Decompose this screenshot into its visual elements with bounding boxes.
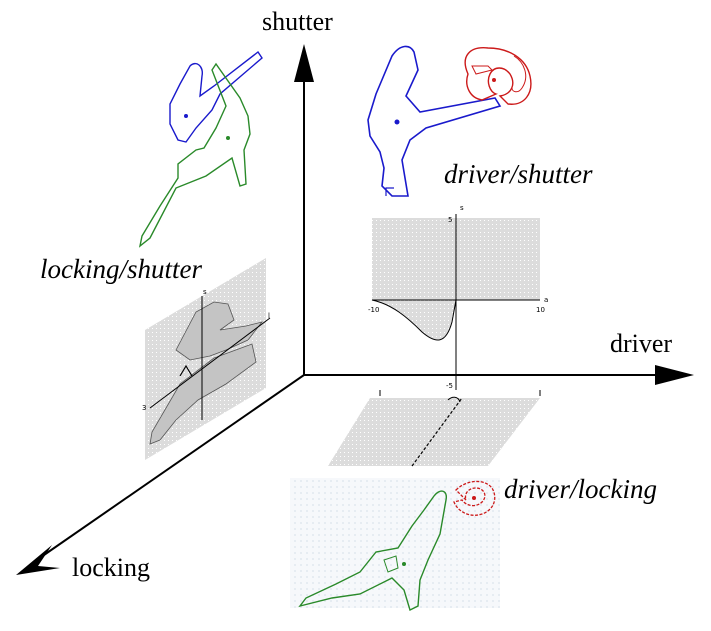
pair-label-locking-shutter: locking/shutter bbox=[40, 254, 202, 284]
shutter-part-shape bbox=[464, 47, 532, 105]
driver-locking-plot bbox=[328, 390, 541, 467]
side-region-upper bbox=[175, 301, 264, 361]
axis-label-locking: locking bbox=[72, 553, 150, 582]
side-region-lower bbox=[149, 343, 257, 445]
driver-pivot bbox=[394, 119, 400, 125]
axis-shutter bbox=[294, 44, 314, 375]
pair-label-driver-shutter: driver/shutter bbox=[444, 159, 593, 189]
shutter-part-shape-2 bbox=[453, 480, 496, 516]
arrow-down-left-icon bbox=[16, 545, 60, 575]
floor-plane bbox=[328, 398, 540, 466]
driver-part-shape bbox=[367, 45, 502, 197]
locking-shutter-mechanism bbox=[138, 50, 263, 248]
side-tick-right: l bbox=[268, 312, 270, 320]
tick-xvar: a bbox=[544, 296, 548, 304]
side-tick-top: s bbox=[203, 288, 207, 296]
tick-yvar: s bbox=[460, 204, 464, 212]
pair-label-driver-locking: driver/locking bbox=[504, 474, 657, 504]
driver-part-shape-2 bbox=[169, 50, 263, 143]
locking-part-shape-2 bbox=[298, 490, 448, 611]
floor-curve bbox=[411, 397, 463, 467]
tick-left: -10 bbox=[368, 306, 379, 314]
side-tick-left: 3 bbox=[142, 404, 146, 412]
locking-shutter-plot: s l 3 bbox=[142, 258, 271, 460]
axis-driver bbox=[304, 365, 694, 385]
axis-locking bbox=[16, 374, 305, 575]
axis-label-shutter: shutter bbox=[262, 7, 333, 36]
driver-shutter-plot: 5 s -10 10 a -5 bbox=[368, 204, 548, 390]
arrow-up-icon bbox=[294, 44, 314, 82]
tick-bottom: -5 bbox=[446, 382, 453, 390]
driver-locking-mechanism bbox=[290, 478, 500, 611]
tick-top: 5 bbox=[448, 216, 452, 224]
driver-shutter-mechanism bbox=[367, 45, 532, 197]
tick-right: 10 bbox=[536, 306, 545, 314]
arrow-right-icon bbox=[655, 365, 694, 385]
axis-label-driver: driver bbox=[610, 329, 672, 358]
config-region-lower bbox=[371, 299, 457, 341]
mechanism-backdrop bbox=[290, 478, 500, 608]
locking-part-shape bbox=[138, 62, 251, 248]
